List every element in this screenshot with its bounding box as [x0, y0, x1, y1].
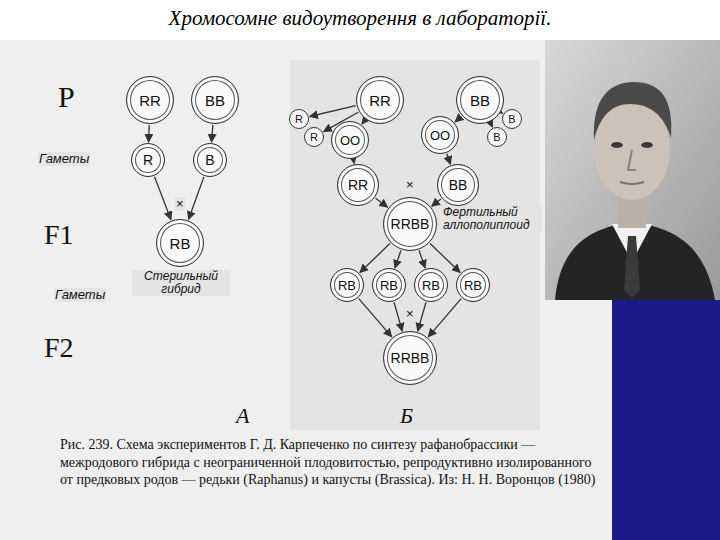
- genome-label: RR: [348, 177, 368, 193]
- cell-circle: OO: [331, 121, 369, 159]
- descent-arrow: [362, 120, 365, 124]
- descent-arrow: [447, 154, 451, 165]
- genome-label: RB: [170, 235, 191, 252]
- genome-label: RRBB: [391, 350, 430, 366]
- cell-circle: RRBB: [383, 197, 437, 251]
- descent-arrow: [419, 251, 425, 269]
- descent-arrow: [418, 302, 426, 331]
- cell-circle: B: [193, 143, 227, 177]
- genome-label: RR: [139, 92, 161, 109]
- genome-label: OO: [430, 128, 450, 143]
- descent-arrow: [490, 123, 492, 127]
- cell-circle: R: [131, 143, 165, 177]
- figure-note: Стерильный гибрид: [132, 270, 230, 296]
- genome-label: BB: [449, 177, 468, 193]
- cell-circle: RB: [372, 268, 406, 302]
- figure-note: Фертильный аллополиплоид: [442, 206, 542, 232]
- descent-arrow: [432, 199, 441, 206]
- genome-label: B: [493, 131, 500, 143]
- descent-arrow: [212, 125, 213, 142]
- cell-circle: RR: [126, 76, 174, 124]
- genome-label: RB: [380, 278, 398, 293]
- genome-label: RR: [369, 92, 391, 109]
- figure-note: Гаметы: [54, 288, 106, 302]
- descent-arrow: [148, 125, 150, 142]
- genome-label: BB: [470, 92, 490, 109]
- generation-label: P: [58, 80, 75, 113]
- genome-label: B: [508, 113, 515, 125]
- genome-label: R: [310, 131, 318, 143]
- cell-circle: B: [502, 109, 522, 129]
- descent-arrow: [455, 117, 461, 122]
- descent-arrow: [189, 177, 204, 220]
- cell-circle: RB: [414, 268, 448, 302]
- figure-note: ×: [175, 197, 185, 211]
- cell-circle: BB: [437, 164, 479, 206]
- figure-note: ×: [405, 178, 415, 192]
- genome-label: RRBB: [391, 216, 430, 232]
- cell-circle: RRBB: [383, 331, 437, 385]
- descent-arrow: [359, 299, 392, 337]
- descent-arrow: [376, 198, 388, 207]
- cell-circle: BB: [191, 76, 239, 124]
- slide-title: Хромосомне видоутворення в лабораторії.: [0, 6, 720, 31]
- descent-arrow: [310, 106, 356, 117]
- generation-label: Б: [400, 404, 413, 428]
- genome-label: OO: [340, 133, 360, 148]
- cell-circle: RB: [156, 219, 204, 267]
- cell-circle: RR: [337, 164, 379, 206]
- cell-circle: R: [304, 127, 324, 147]
- cell-circle: RB: [330, 268, 364, 302]
- cell-circle: OO: [421, 116, 459, 154]
- figure-note: ×: [405, 307, 415, 321]
- cell-circle: RR: [356, 76, 404, 124]
- generation-label: А: [236, 404, 249, 428]
- genome-label: RB: [464, 278, 482, 293]
- genome-label: RB: [338, 278, 356, 293]
- genome-label: RB: [422, 278, 440, 293]
- genome-label: R: [295, 113, 303, 125]
- descent-arrow: [428, 299, 461, 337]
- generation-label: F2: [44, 333, 74, 364]
- genome-label: BB: [205, 92, 225, 109]
- cell-circle: R: [289, 109, 309, 129]
- genome-label: R: [143, 152, 153, 168]
- cell-circle: B: [487, 127, 507, 147]
- generation-label: F1: [44, 220, 74, 251]
- cell-circle: RB: [456, 268, 490, 302]
- figure-note: Гаметы: [38, 152, 90, 166]
- cell-circle: BB: [456, 76, 504, 124]
- descent-arrow: [353, 160, 355, 164]
- genome-label: B: [205, 152, 214, 168]
- figure-caption: Рис. 239. Схема экспериментов Г. Д. Карп…: [60, 436, 600, 489]
- descent-arrow: [395, 251, 401, 269]
- descent-arrow: [155, 177, 172, 220]
- descent-arrow: [394, 302, 402, 331]
